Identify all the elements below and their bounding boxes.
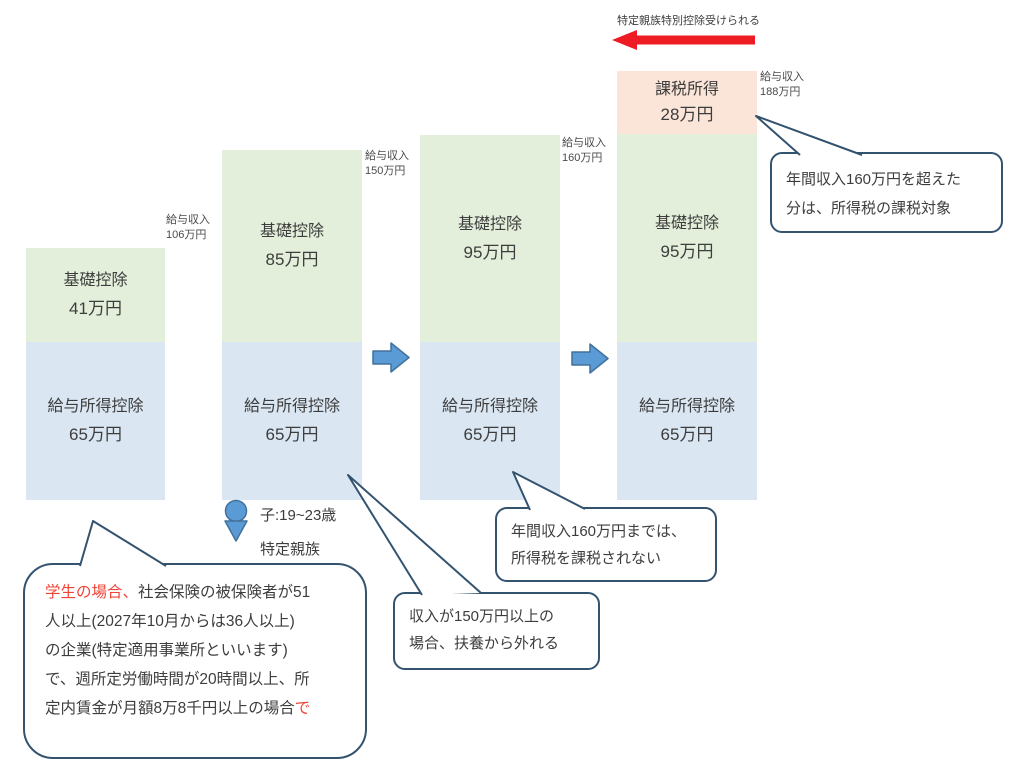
callout-red-text: で (294, 700, 311, 717)
flow-right-arrow-icon (372, 342, 410, 373)
income-label-line1: 給与収入 (760, 71, 804, 83)
basic-deduction-segment: 基礎控除 85万円 (222, 150, 362, 342)
person-annotation-line1: 子:19~23歳 (260, 507, 337, 524)
callout-dependent-over-150: 収入が150万円以上の 場合、扶養から外れる (393, 592, 600, 670)
segment-label: 基礎控除 (259, 223, 324, 240)
callout-taxed-above-160: 年間収入160万円を超えた 分は、所得税の課税対象 (770, 152, 1003, 233)
callout-line: 所得税を課税されない (511, 550, 662, 567)
segment-label: 給与所得控除 (638, 398, 735, 415)
basic-deduction-segment: 基礎控除 95万円 (617, 134, 757, 342)
callout-line: 人以上(2027年10月からは36人以上) (45, 613, 295, 630)
segment-value: 41万円 (69, 299, 122, 318)
person-icon (224, 499, 248, 523)
segment-value: 85万円 (265, 250, 319, 269)
income-label-line1: 給与収入 (562, 137, 606, 149)
income-label-188: 給与収入 188万円 (760, 70, 804, 100)
segment-value: 65万円 (265, 425, 319, 444)
segment-value: 28万円 (660, 105, 714, 124)
callout-line: の企業(特定適用事業所といいます) (45, 642, 288, 659)
salary-deduction-segment: 給与所得控除 65万円 (617, 342, 757, 500)
segment-value: 65万円 (660, 425, 714, 444)
flow-right-arrow-icon (571, 343, 609, 374)
segment-label: 給与所得控除 (47, 398, 144, 415)
bar-income-188: 課税所得 28万円 基礎控除 95万円 給与所得控除 65万円 (617, 71, 757, 500)
callout-tail-taxed (755, 115, 863, 156)
segment-value: 65万円 (69, 425, 122, 444)
segment-label: 基礎控除 (654, 215, 719, 232)
segment-value: 65万円 (463, 425, 517, 444)
income-label-line2: 188万円 (760, 86, 801, 98)
callout-red-text: 学生の場合、 (45, 584, 139, 601)
basic-deduction-segment: 基礎控除 95万円 (420, 135, 560, 342)
person-annotation-line2: 特定親族 (260, 541, 321, 558)
income-label-line2: 150万円 (365, 165, 406, 177)
segment-label: 給与所得控除 (441, 398, 538, 415)
segment-value: 95万円 (463, 242, 517, 262)
salary-deduction-segment: 給与所得控除 65万円 (26, 342, 165, 500)
bar-income-106: 基礎控除 41万円 給与所得控除 65万円 (26, 248, 165, 500)
salary-deduction-segment: 給与所得控除 65万円 (420, 342, 560, 500)
bar-income-150: 基礎控除 85万円 給与所得控除 65万円 (222, 150, 362, 500)
taxable-income-segment: 課税所得 28万円 (617, 71, 757, 134)
segment-label: 課税所得 (654, 81, 719, 98)
callout-line: 年間収入160万円を超えた (786, 171, 962, 188)
income-label-line1: 給与収入 (166, 214, 210, 226)
income-label-line2: 106万円 (166, 229, 207, 241)
callout-line: 場合、扶養から外れる (409, 635, 560, 652)
callout-line: で、週所定労働時間が20時間以上、所 (45, 671, 310, 688)
callout-no-tax-up-to-160: 年間収入160万円までは、 所得税を課税されない (495, 507, 717, 582)
segment-label: 基礎控除 (457, 215, 522, 233)
callout-line: 学生の場合、社会保険の被保険者が51 (45, 584, 311, 601)
segment-label: 基礎控除 (63, 272, 128, 289)
bar-income-160: 基礎控除 95万円 給与所得控除 65万円 (420, 135, 560, 500)
segment-label: 給与所得控除 (243, 398, 340, 415)
special-relative-deduction-caption: 特定親族特別控除受けられる (617, 15, 760, 27)
income-label-line2: 160万円 (562, 152, 603, 164)
callout-line: 分は、所得税の課税対象 (786, 200, 952, 217)
salary-deduction-segment: 給与所得控除 65万円 (222, 342, 362, 500)
callout-student-social-insurance: 学生の場合、社会保険の被保険者が51 人以上(2027年10月からは36人以上)… (23, 563, 367, 759)
basic-deduction-segment: 基礎控除 41万円 (26, 248, 165, 342)
callout-line: 収入が150万円以上の (409, 608, 555, 625)
income-label-150: 給与収入 150万円 (365, 149, 409, 179)
income-label-106: 給与収入 106万円 (166, 213, 210, 243)
callout-tail-student (79, 520, 167, 567)
segment-value: 95万円 (660, 242, 714, 261)
callout-line: 年間収入160万円までは、 (511, 523, 687, 540)
income-label-160: 給与収入 160万円 (562, 136, 606, 166)
person-icon-pointer (224, 520, 248, 542)
red-left-arrow-icon (612, 30, 755, 50)
callout-line: 定内賃金が月額8万8千円以上の場合で (45, 700, 311, 717)
income-label-line1: 給与収入 (365, 150, 409, 162)
